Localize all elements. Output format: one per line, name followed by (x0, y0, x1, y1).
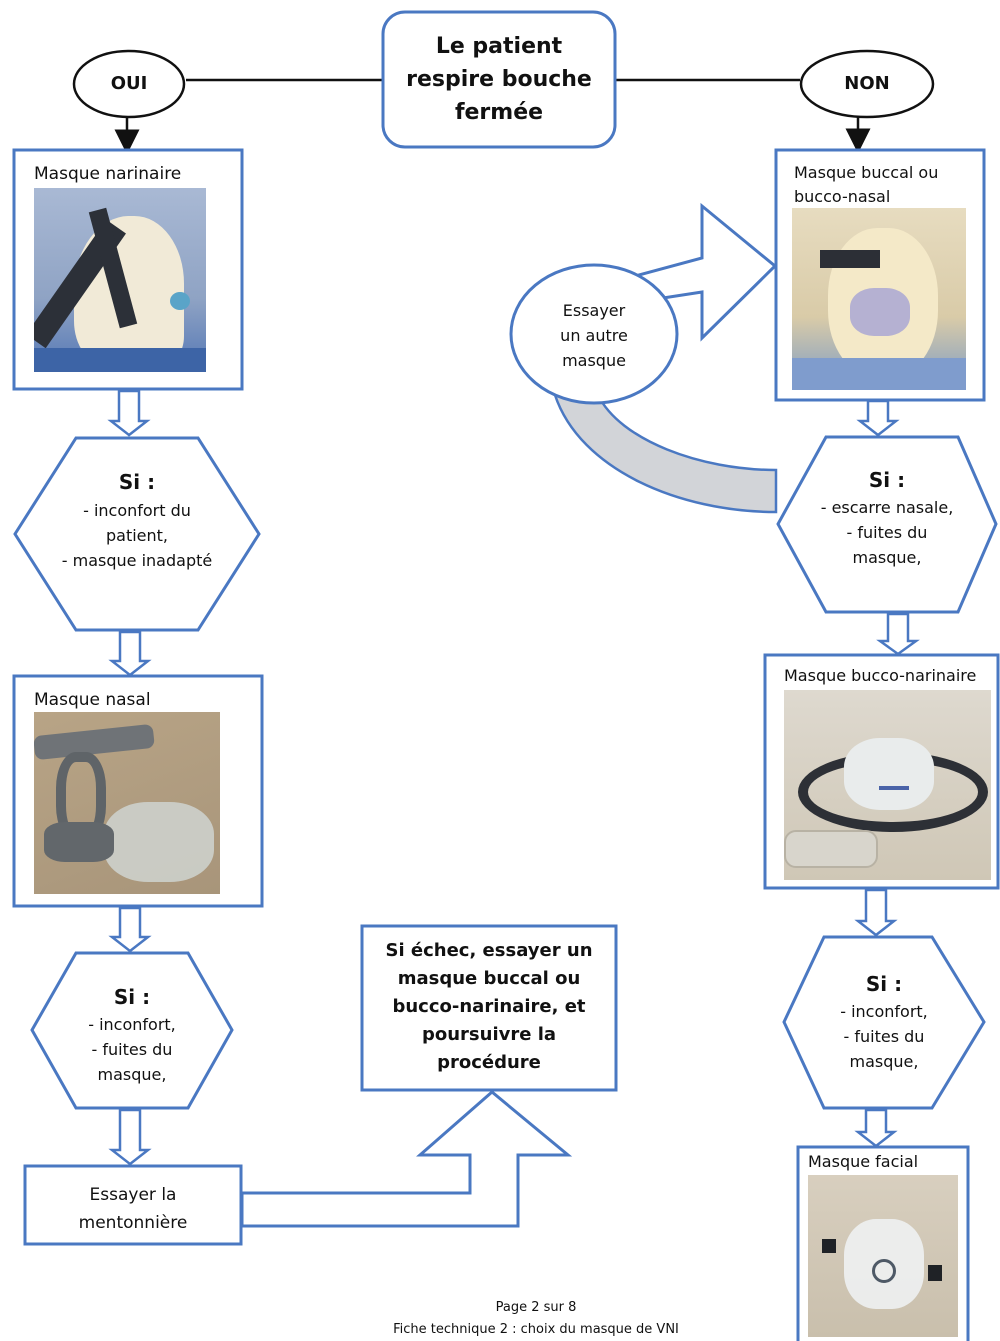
retry-ellipse (509, 263, 679, 405)
block-arrow-right-2 (876, 612, 920, 656)
left-cond2-text: Si : - inconfort, - fuites du masque, (32, 985, 232, 1087)
left-cond1-line1: - inconfort du (83, 501, 191, 520)
left-cond1-text: Si : - inconfort du patient, - masque in… (15, 470, 259, 573)
right-mask1-title-1: Masque buccal ou (794, 163, 939, 182)
curved-return-arrow (553, 393, 778, 514)
left-cond1-line2: patient, (105, 526, 169, 545)
right-cond2-line2: - fuites du (843, 1027, 925, 1046)
right-cond1-text: Si : - escarre nasale, - fuites du masqu… (778, 468, 996, 570)
start-node (381, 10, 617, 149)
right-cond1-line3: masque, (852, 548, 922, 567)
block-arrow-left-2 (108, 630, 152, 677)
fail-box-text: Si échec, essayer un masque buccal ou bu… (362, 937, 616, 1077)
right-mask1-title-2: bucco-nasal (794, 187, 891, 206)
block-arrow-right-4 (854, 1108, 898, 1148)
oui-label: OUI (110, 73, 148, 94)
right-cond1-hexagon (776, 435, 998, 614)
left-cond1-head: Si : (118, 470, 156, 494)
right-cond2-hexagon (782, 935, 986, 1110)
right-cond2-text: Si : - inconfort, - fuites du masque, (784, 972, 984, 1074)
fail-line-2: masque buccal ou (397, 968, 581, 989)
fail-line-1: Si échec, essayer un (385, 940, 593, 961)
block-arrow-left-1 (107, 389, 151, 437)
block-arrow-left-3 (108, 906, 152, 953)
start-line-2: respire bouche (406, 67, 592, 92)
page-number: Page 2 sur 8 (495, 1300, 577, 1315)
right-mask3-title: Masque facial (808, 1152, 919, 1171)
oronasal-mask-photo (784, 690, 991, 880)
left-cond2-hexagon (30, 951, 234, 1110)
left-cond2-head: Si : (113, 985, 151, 1009)
oui-node (72, 49, 186, 119)
non-label: NON (844, 73, 890, 94)
retry-text: Essayer un autre masque (511, 298, 677, 373)
nasal-mask-photo (34, 712, 220, 894)
right-cond1-line2: - fuites du (846, 523, 928, 542)
left-chin-line1: Essayer la (89, 1185, 177, 1205)
left-cond2-line3: masque, (97, 1065, 167, 1084)
left-cond2-line1: - inconfort, (88, 1015, 176, 1034)
block-arrow-right-3 (854, 888, 898, 937)
right-cond1-head: Si : (868, 468, 906, 492)
left-mask1-title: Masque narinaire (34, 164, 182, 184)
left-cond1-line3: - masque inadapté (61, 551, 213, 570)
fail-line-4: poursuivre la (421, 1024, 557, 1045)
retry-line-2: un autre (560, 326, 628, 345)
block-arrow-left-4 (108, 1108, 152, 1166)
fail-line-5: procédure (437, 1052, 541, 1073)
footer-caption: Fiche technique 2 : choix du masque de V… (393, 1322, 679, 1337)
oral-mask-photo (792, 208, 966, 390)
full-face-mask-photo (808, 1175, 958, 1337)
right-mask2-title: Masque bucco-narinaire (784, 666, 977, 685)
fail-line-3: bucco-narinaire, et (392, 996, 586, 1017)
left-cond1-hexagon (13, 436, 261, 632)
retry-line-1: Essayer (562, 301, 626, 320)
start-line-3: fermée (454, 100, 544, 125)
left-cond2-line2: - fuites du (91, 1040, 173, 1059)
elbow-arrow-to-fail-box (240, 1090, 573, 1228)
block-arrow-right-1 (856, 399, 900, 437)
right-cond2-head: Si : (865, 972, 903, 996)
fail-box (360, 924, 618, 1092)
right-cond2-line3: masque, (849, 1052, 919, 1071)
start-line-1: Le patient (435, 34, 563, 59)
nasal-pillow-mask-photo (34, 188, 206, 372)
retry-line-3: masque (562, 351, 626, 370)
left-mask2-title: Masque nasal (34, 690, 151, 710)
start-node-text: Le patient respire bouche fermée (383, 30, 615, 129)
left-chin-text: Essayer la mentonnière (25, 1181, 241, 1237)
non-node (799, 49, 935, 119)
right-cond2-line1: - inconfort, (840, 1002, 928, 1021)
right-cond1-line1: - escarre nasale, (820, 498, 954, 517)
left-chin-line2: mentonnière (78, 1213, 188, 1233)
